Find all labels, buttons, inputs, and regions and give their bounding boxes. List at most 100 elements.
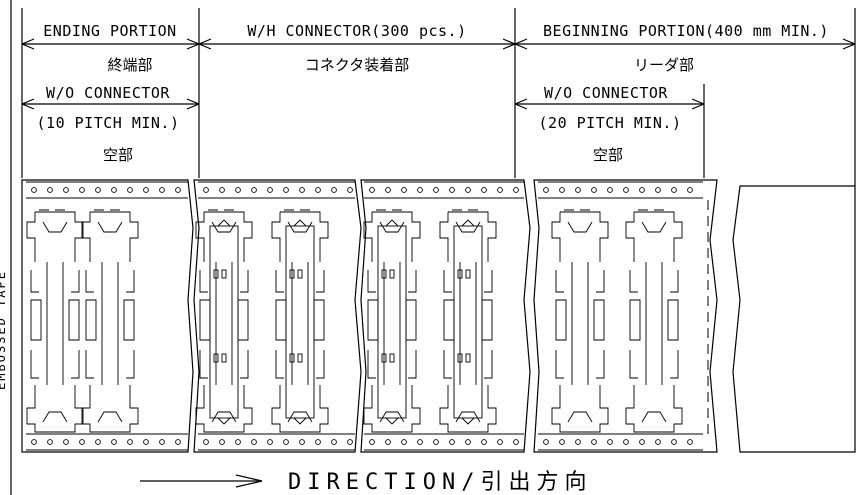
beginning-pitch: (20 PITCH MIN.)	[539, 114, 682, 132]
connector-pin	[297, 269, 303, 279]
sprocket-hole	[203, 187, 209, 193]
connector-pin	[289, 353, 295, 363]
sprocket-hole	[417, 187, 423, 193]
beginning-portion-jp: リーダ部	[634, 56, 694, 74]
sprocket-hole	[401, 187, 407, 193]
sprocket-hole	[623, 187, 629, 193]
connector-pin	[457, 353, 463, 363]
sprocket-hole	[481, 439, 487, 445]
arrowhead	[21, 98, 35, 110]
sprocket-hole	[655, 187, 661, 193]
sprocket-hole	[591, 439, 597, 445]
sprocket-hole	[559, 439, 565, 445]
sprocket-hole	[401, 439, 407, 445]
sprocket-hole	[433, 187, 439, 193]
sprocket-hole	[315, 439, 321, 445]
connector-pin	[289, 269, 295, 279]
beginning-empty-jp: 空部	[593, 146, 623, 164]
sprocket-hole	[465, 439, 471, 445]
arrowhead	[21, 38, 35, 50]
sprocket-hole	[385, 187, 391, 193]
connector-pin	[213, 353, 219, 363]
embossed-pocket	[271, 211, 329, 433]
sprocket-hole	[95, 187, 101, 193]
sprocket-hole	[127, 187, 133, 193]
sprocket-hole	[331, 439, 337, 445]
sprocket-hole	[251, 439, 257, 445]
connector-body	[209, 225, 239, 419]
sprocket-hole	[575, 187, 581, 193]
arrowhead	[186, 98, 200, 110]
direction-label: DIRECTION/引出方向	[288, 470, 592, 495]
connector-pin	[465, 269, 471, 279]
sprocket-hole	[433, 439, 439, 445]
sprocket-hole	[481, 187, 487, 193]
tape-segment-middle-1	[193, 179, 362, 453]
sprocket-hole	[267, 439, 273, 445]
sprocket-hole	[497, 187, 503, 193]
connector-pin	[213, 269, 219, 279]
sprocket-hole	[143, 187, 149, 193]
sprocket-hole	[513, 187, 519, 193]
middle-portion-jp: コネクタ装着部	[305, 56, 409, 74]
sprocket-hole	[79, 439, 85, 445]
beginning-wo-connector: W/O CONNECTOR	[544, 84, 668, 102]
embossed-pocket	[363, 211, 421, 433]
sprocket-hole	[95, 439, 101, 445]
sprocket-hole	[79, 187, 85, 193]
sprocket-hole	[331, 187, 337, 193]
sprocket-hole	[671, 439, 677, 445]
sprocket-hole	[47, 187, 53, 193]
sprocket-hole	[159, 439, 165, 445]
sprocket-hole	[235, 187, 241, 193]
ending-portion-title: ENDING PORTION	[43, 22, 176, 40]
connector-latch	[293, 219, 307, 425]
embossed-pocket	[195, 211, 253, 433]
middle-portion-title: W/H CONNECTOR(300 pcs.)	[247, 22, 466, 40]
sprocket-hole	[591, 187, 597, 193]
sprocket-hole	[449, 187, 455, 193]
tape-segment-leader	[732, 185, 856, 453]
connector-body	[285, 225, 315, 419]
sprocket-hole	[219, 187, 225, 193]
sprocket-hole	[159, 187, 165, 193]
arrowhead	[691, 98, 705, 110]
embossed-pocket	[439, 211, 497, 433]
sprocket-hole	[607, 439, 613, 445]
sprocket-hole	[235, 439, 241, 445]
sprocket-hole	[465, 187, 471, 193]
sprocket-hole	[299, 187, 305, 193]
ending-pitch: (10 PITCH MIN.)	[37, 114, 180, 132]
embossed-pocket	[81, 211, 139, 433]
carrier-tape	[21, 179, 856, 453]
connector-pin	[221, 353, 227, 363]
sprocket-hole	[655, 439, 661, 445]
connector-pin	[221, 269, 227, 279]
arrowhead	[842, 38, 856, 50]
sprocket-hole	[543, 187, 549, 193]
sprocket-hole	[111, 187, 117, 193]
sprocket-hole	[369, 187, 375, 193]
sprocket-hole	[203, 439, 209, 445]
sprocket-hole	[283, 439, 289, 445]
sprocket-hole	[283, 187, 289, 193]
sprocket-hole	[575, 439, 581, 445]
sprocket-hole	[63, 439, 69, 445]
sprocket-hole	[267, 187, 273, 193]
sprocket-hole	[369, 439, 375, 445]
sprocket-hole	[385, 439, 391, 445]
sprocket-hole	[347, 439, 353, 445]
sprocket-hole	[299, 439, 305, 445]
connector-body	[453, 225, 483, 419]
connector-latch	[461, 219, 475, 425]
connector-latch	[385, 219, 399, 425]
arrowhead	[502, 38, 516, 50]
sprocket-hole	[639, 187, 645, 193]
arrowhead	[186, 38, 200, 50]
tape-segment-middle-2	[360, 179, 531, 453]
sprocket-hole	[497, 439, 503, 445]
embossed-pocket	[26, 211, 84, 433]
sprocket-hole	[251, 187, 257, 193]
connector-pin	[457, 269, 463, 279]
